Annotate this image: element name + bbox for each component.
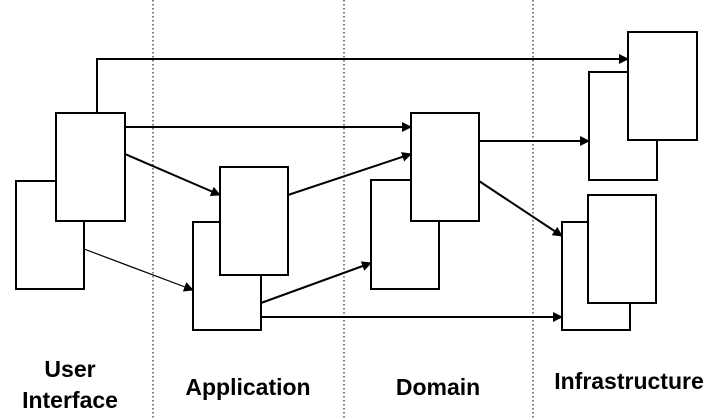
arrow-application-front-to-domain (287, 152, 412, 196)
dependency-arrows (83, 54, 629, 322)
infrastructure-component-1-front (627, 31, 698, 141)
application-component-front (219, 166, 289, 276)
arrow-ui-to-application-back (83, 248, 194, 292)
infrastructure-layer (561, 31, 698, 331)
arrow-ui-to-infrastructure-1 (96, 54, 629, 113)
layer-label-application: Application (185, 374, 310, 400)
user-interface-layer (15, 112, 126, 290)
domain-layer (370, 112, 480, 290)
layer-label-user-interface: User (44, 356, 95, 382)
application-layer (192, 166, 289, 331)
arrow-domain-to-infrastructure-2 (478, 180, 563, 237)
infrastructure-component-2-front (587, 194, 657, 304)
layer-label-infrastructure: Infrastructure (554, 368, 704, 394)
arrow-application-back-to-domain (260, 261, 372, 304)
arrow-ui-to-application-front (124, 153, 221, 197)
ui-component-front (55, 112, 126, 222)
layer-label-domain: Domain (396, 374, 480, 400)
layer-label-user-interface-line-2: Interface (22, 387, 118, 413)
domain-component-front (410, 112, 480, 222)
